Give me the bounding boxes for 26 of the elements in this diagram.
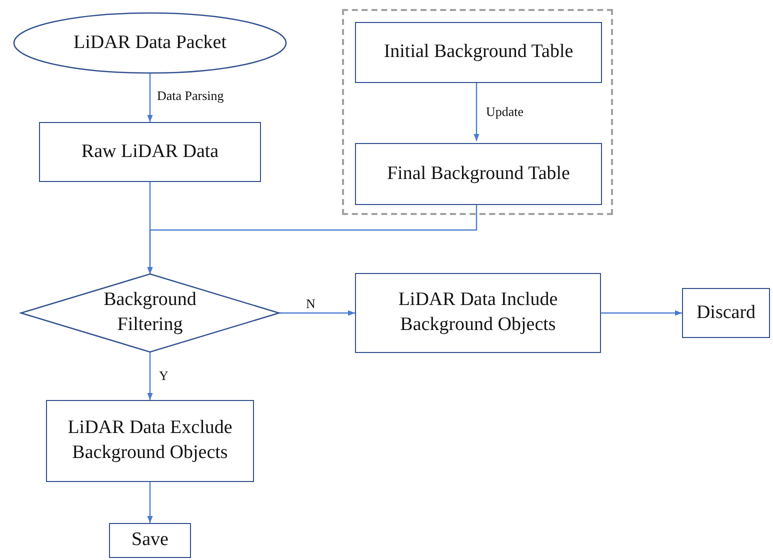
arrow — [147, 73, 153, 122]
node-label: Final Background Table — [386, 162, 571, 186]
node-label: Save — [130, 528, 170, 552]
arrow — [279, 310, 355, 316]
process-box — [355, 273, 601, 353]
process-box — [355, 22, 602, 83]
node-label: LiDAR Data Include Background Objects — [397, 288, 559, 337]
node-label: Background Filtering — [102, 288, 198, 337]
process-box — [355, 143, 602, 205]
node-label: Initial Background Table — [382, 40, 574, 64]
arrow — [601, 310, 682, 316]
edge-label: Data Parsing — [156, 88, 225, 104]
arrow — [147, 482, 153, 523]
node-label: LiDAR Data Exclude Background Objects — [66, 416, 234, 465]
node-label: LiDAR Data Packet — [72, 30, 228, 55]
process-box — [39, 122, 261, 182]
process-box — [46, 400, 254, 482]
process-box — [109, 523, 191, 558]
arrow — [147, 352, 153, 400]
node-label: Discard — [695, 300, 757, 325]
arrow — [474, 81, 480, 141]
process-box — [682, 288, 770, 338]
node-label: Raw LiDAR Data — [80, 140, 220, 164]
group-frame — [342, 9, 613, 215]
edge-label: Update — [485, 104, 525, 120]
arrow — [147, 203, 478, 274]
